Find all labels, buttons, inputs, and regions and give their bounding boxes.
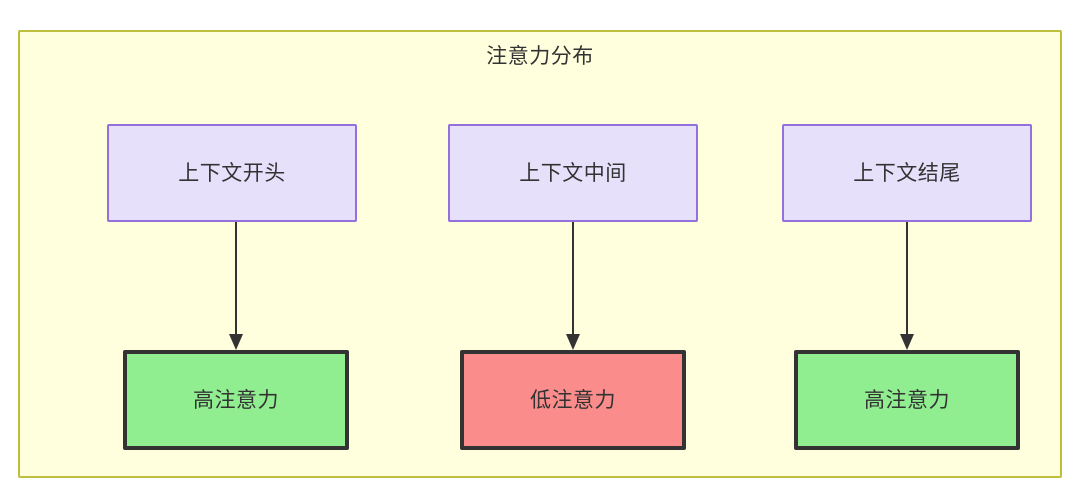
edge-context-start-to-attention-start — [225, 222, 247, 352]
arrow-down-icon — [900, 222, 914, 350]
node-context-start[interactable]: 上下文开头 — [107, 124, 357, 222]
edge-context-middle-to-attention-middle — [562, 222, 584, 352]
node-attention-middle[interactable]: 低注意力 — [460, 350, 686, 450]
node-attention-end[interactable]: 高注意力 — [794, 350, 1020, 450]
node-context-middle[interactable]: 上下文中间 — [448, 124, 698, 222]
subgraph-attention-distribution: 注意力分布 上下文开头 上下文中间 上下文结尾 高注意力 低注 — [18, 30, 1062, 478]
arrow-down-icon — [229, 222, 243, 350]
edge-context-end-to-attention-end — [896, 222, 918, 352]
node-context-end[interactable]: 上下文结尾 — [782, 124, 1032, 222]
subgraph-title: 注意力分布 — [486, 44, 594, 68]
node-attention-start[interactable]: 高注意力 — [123, 350, 349, 450]
arrow-down-icon — [566, 222, 580, 350]
